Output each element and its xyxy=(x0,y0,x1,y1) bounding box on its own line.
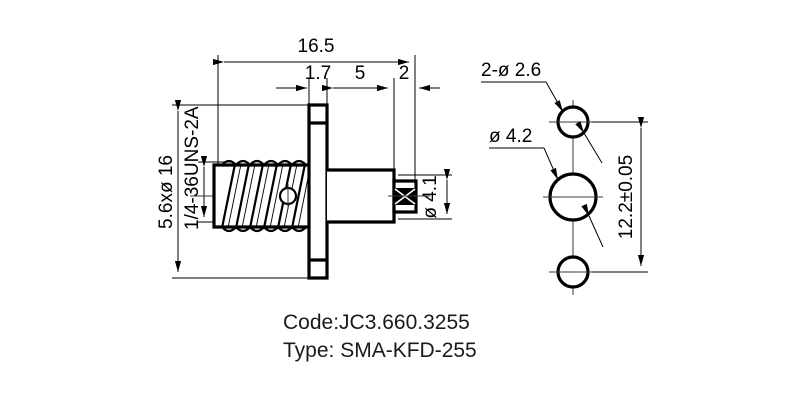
dim-pin-diameter-text: ø 4.1 xyxy=(420,175,441,218)
connector-body xyxy=(327,168,396,224)
dimension-thread-spec: 1/4-36UNS-2A xyxy=(182,106,208,230)
caption-type-text: Type: SMA-KFD-255 xyxy=(283,339,477,362)
dim-flange-thickness-text: 1.7 xyxy=(305,63,331,84)
caption-block: Code:JC3.660.3255 Type: SMA-KFD-255 xyxy=(283,311,477,362)
center-pin xyxy=(388,179,428,214)
callout-center-hole: ø 4.2 xyxy=(489,126,604,248)
dim-body-length-text: 5 xyxy=(355,63,366,84)
callout-mounting-holes-text: 2-ø 2.6 xyxy=(481,60,541,81)
thread-profile xyxy=(220,159,309,233)
caption-code-text: Code:JC3.660.3255 xyxy=(283,311,470,334)
dim-hole-spacing-text: 12.2±0.05 xyxy=(616,155,637,239)
dim-overall-length-text: 16.5 xyxy=(298,36,335,57)
dim-flange-height-text: 5.6xø 16 xyxy=(156,155,177,229)
bottom-mounting-hole xyxy=(549,255,597,289)
dim-pin-length-text: 2 xyxy=(399,63,410,84)
dimension-hole-spacing: 12.2±0.05 xyxy=(592,117,648,273)
front-view-group: 16.5 1.7 5 2 5.6xø 16 1/4-36UNS-2A ø xyxy=(156,36,452,280)
shell-indicator-hole xyxy=(278,184,298,208)
rear-view-group: 2-ø 2.6 ø 4.2 12.2±0.05 xyxy=(481,60,648,295)
callout-center-hole-text: ø 4.2 xyxy=(489,126,532,147)
dimension-overall-length: 16.5 xyxy=(213,36,409,66)
dimension-flange-height: 5.6xø 16 xyxy=(156,100,182,272)
callout-mounting-holes: 2-ø 2.6 xyxy=(481,60,603,164)
dim-thread-spec-text: 1/4-36UNS-2A xyxy=(182,106,203,230)
flange-plate xyxy=(307,103,329,280)
dimension-chain: 1.7 5 2 xyxy=(276,63,440,92)
dimension-pin-diameter: ø 4.1 xyxy=(420,169,451,219)
